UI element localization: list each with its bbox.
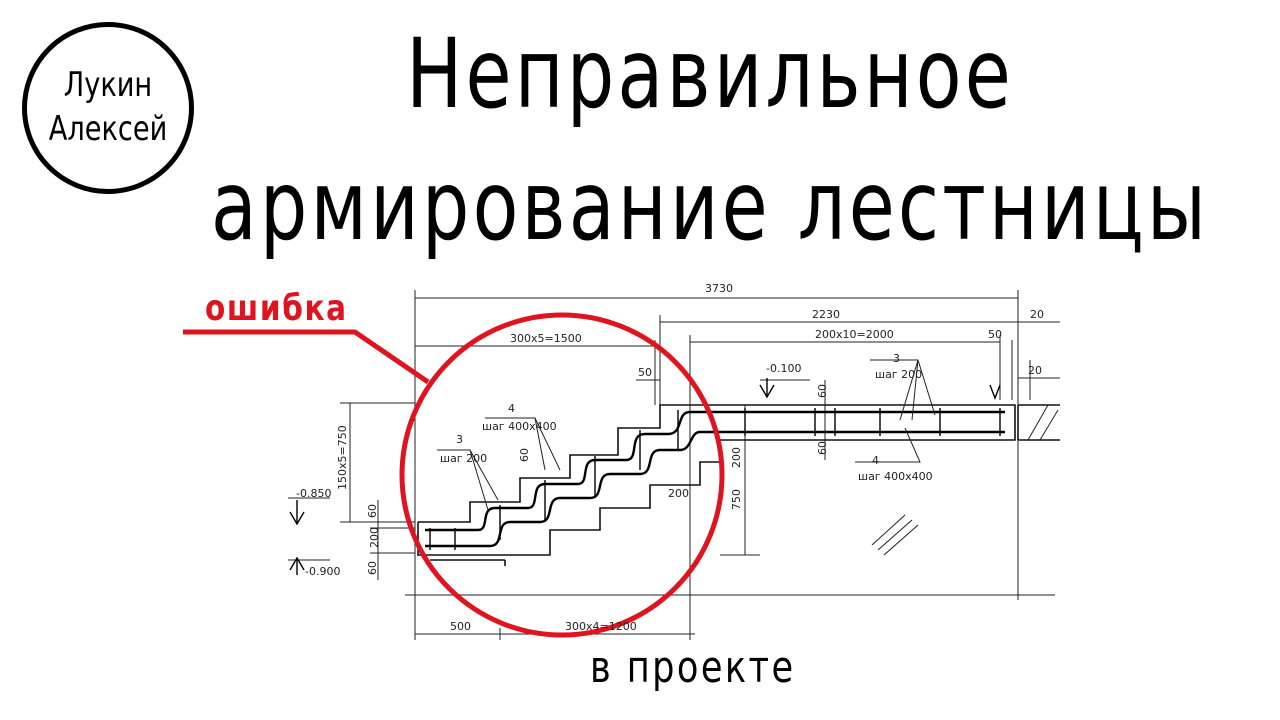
dim-200-a: 200 [668, 487, 689, 500]
wall-hatch [871, 404, 1059, 556]
callout-3a-text: шаг 200 [440, 452, 487, 465]
author-last-name: Алексей [48, 109, 168, 149]
title-line-1: Неправильное [406, 18, 1014, 130]
dim-200-b: 200 [368, 527, 381, 548]
dimension-lines [340, 290, 1060, 640]
dim-50-b: 50 [988, 328, 1002, 341]
dim-50-a: 50 [638, 366, 652, 379]
dim-height: 150x5=750 [336, 425, 349, 490]
dim-60-b: 60 [366, 561, 379, 575]
stair-profile [417, 404, 1060, 566]
dim-60-a: 60 [366, 504, 379, 518]
dim-20-a: 20 [1030, 308, 1044, 321]
rebar-lines [425, 410, 1005, 548]
callout-3b-num: 3 [893, 352, 900, 365]
dim-bottom-left: 500 [450, 620, 471, 633]
level-bottom: -0.900 [305, 565, 340, 578]
callout-3a-num: 3 [456, 433, 463, 446]
dim-750: 750 [730, 489, 743, 510]
level-markers [289, 378, 1001, 575]
callout-4a-num: 4 [508, 402, 515, 415]
error-highlight [183, 312, 725, 638]
dim-60-d: 60 [816, 441, 829, 455]
caption: в проекте [590, 642, 796, 693]
dim-200-c: 200 [730, 447, 743, 468]
dim-20-b: 20 [1028, 364, 1042, 377]
level-top: -0.100 [766, 362, 801, 375]
stirrups [429, 408, 1001, 550]
author-badge: Лукин Алексей [22, 22, 194, 194]
dimension-texts: 3730 2230 200x10=2000 300x5=1500 300x4=1… [296, 282, 1044, 633]
level-mid: -0.850 [296, 487, 331, 500]
dim-60-c: 60 [816, 384, 829, 398]
dim-landing: 2230 [812, 308, 840, 321]
callout-4b-text: шаг 400x400 [858, 470, 933, 483]
title-line-2: армирование лестницы [210, 150, 1210, 262]
leader-lines [288, 359, 936, 561]
error-label: ошибка [205, 288, 348, 329]
dim-upper-steps: 300x5=1500 [510, 332, 582, 345]
dim-landing-steps: 200x10=2000 [815, 328, 894, 341]
callout-3b-text: шаг 200 [875, 368, 922, 381]
dim-lower-steps: 300x4=1200 [565, 620, 637, 633]
author-first-name: Лукин [63, 65, 153, 105]
dim-total: 3730 [705, 282, 733, 295]
callout-4a-text: шаг 400x400 [482, 420, 557, 433]
callout-4b-num: 4 [872, 454, 879, 467]
dim-60-e: 60 [518, 448, 531, 462]
